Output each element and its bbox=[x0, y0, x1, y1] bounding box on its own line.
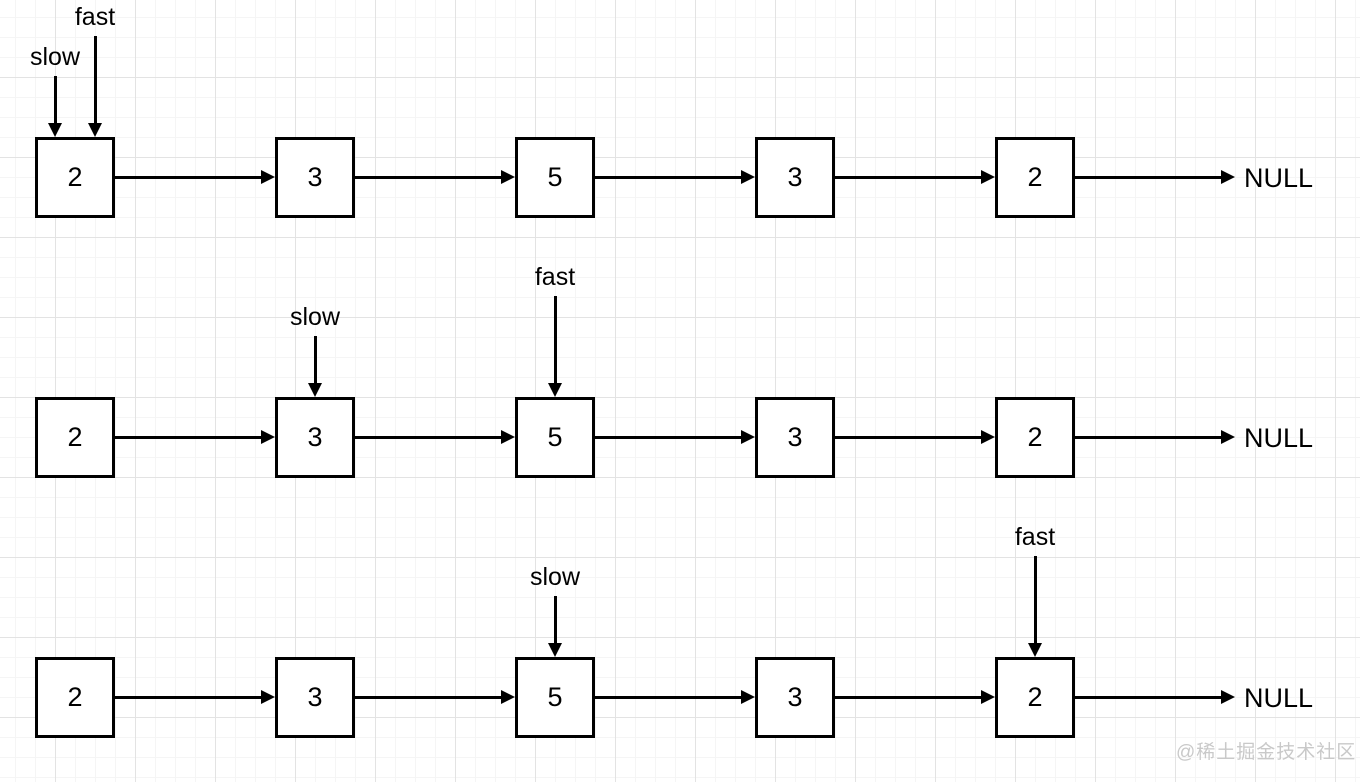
list-node: 5 bbox=[515, 397, 595, 478]
null-label: NULL bbox=[1244, 683, 1314, 713]
slow-pointer-arrow-down bbox=[547, 596, 562, 657]
list-node: 5 bbox=[515, 657, 595, 738]
pointer-label-slow: slow bbox=[289, 303, 340, 331]
list-node: 3 bbox=[755, 657, 835, 738]
node-value: 3 bbox=[307, 162, 323, 192]
null-arrow bbox=[1075, 430, 1235, 444]
slow-pointer-arrow-down bbox=[47, 76, 62, 137]
node-value: 2 bbox=[1027, 162, 1043, 192]
watermark: @稀土掘金技术社区 bbox=[1176, 742, 1357, 763]
pointer-label-fast: fast bbox=[74, 3, 116, 31]
node-value: 3 bbox=[787, 162, 803, 192]
list-node: 3 bbox=[275, 137, 355, 218]
node-value: 2 bbox=[1027, 422, 1043, 452]
next-pointer-arrow bbox=[115, 690, 275, 704]
node-value: 3 bbox=[307, 422, 323, 452]
list-node: 2 bbox=[35, 657, 115, 738]
node-value: 3 bbox=[787, 682, 803, 712]
node-value: 2 bbox=[67, 682, 83, 712]
node-value: 3 bbox=[787, 422, 803, 452]
pointer-label-slow: slow bbox=[29, 43, 80, 71]
list-node: 5 bbox=[515, 137, 595, 218]
next-pointer-arrow bbox=[115, 430, 275, 444]
pointer-label-fast: fast bbox=[1014, 523, 1056, 551]
node-value: 5 bbox=[547, 162, 563, 192]
next-pointer-arrow bbox=[835, 430, 995, 444]
list-node: 3 bbox=[275, 657, 355, 738]
list-node: 3 bbox=[275, 397, 355, 478]
list-node: 2 bbox=[995, 657, 1075, 738]
fast-pointer-arrow-down bbox=[1027, 556, 1042, 657]
node-value: 3 bbox=[307, 682, 323, 712]
next-pointer-arrow bbox=[595, 170, 755, 184]
next-pointer-arrow bbox=[595, 430, 755, 444]
fast-pointer-arrow-down bbox=[87, 36, 102, 137]
next-pointer-arrow bbox=[355, 690, 515, 704]
list-node: 3 bbox=[755, 397, 835, 478]
null-arrow bbox=[1075, 690, 1235, 704]
fast-pointer-arrow-down bbox=[547, 296, 562, 397]
next-pointer-arrow bbox=[835, 170, 995, 184]
node-value: 2 bbox=[67, 422, 83, 452]
null-label: NULL bbox=[1244, 163, 1314, 193]
pointer-label-fast: fast bbox=[534, 263, 576, 291]
node-value: 2 bbox=[67, 162, 83, 192]
list-node: 3 bbox=[755, 137, 835, 218]
node-value: 5 bbox=[547, 422, 563, 452]
node-value: 2 bbox=[1027, 682, 1043, 712]
list-node: 2 bbox=[995, 397, 1075, 478]
node-value: 5 bbox=[547, 682, 563, 712]
list-node: 2 bbox=[35, 397, 115, 478]
list-node: 2 bbox=[995, 137, 1075, 218]
next-pointer-arrow bbox=[835, 690, 995, 704]
next-pointer-arrow bbox=[355, 430, 515, 444]
pointer-label-slow: slow bbox=[529, 563, 580, 591]
slow-pointer-arrow-down bbox=[307, 336, 322, 397]
next-pointer-arrow bbox=[595, 690, 755, 704]
null-arrow bbox=[1075, 170, 1235, 184]
null-label: NULL bbox=[1244, 423, 1314, 453]
list-node: 2 bbox=[35, 137, 115, 218]
next-pointer-arrow bbox=[115, 170, 275, 184]
next-pointer-arrow bbox=[355, 170, 515, 184]
